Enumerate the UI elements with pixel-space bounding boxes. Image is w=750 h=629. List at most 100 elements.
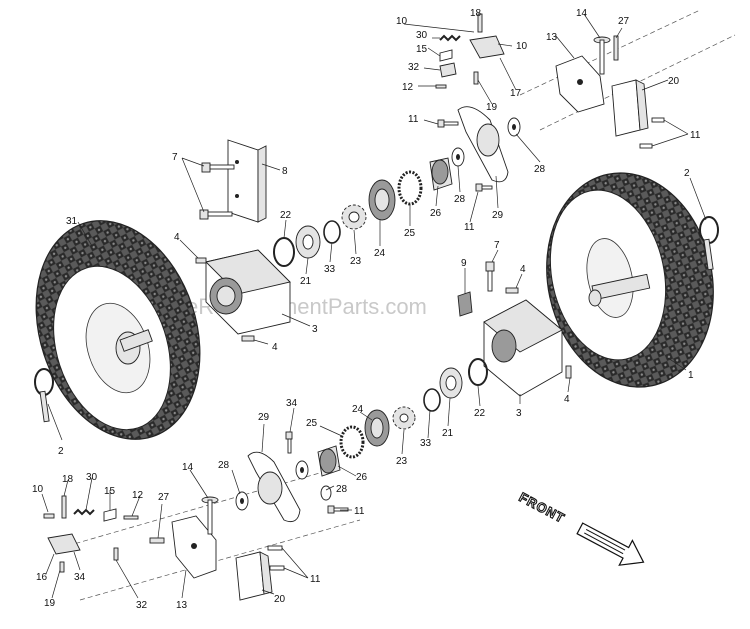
callout-20: 20 <box>668 76 680 87</box>
bolt-11-lower-b <box>267 545 283 551</box>
bolt-upper-b <box>199 209 233 220</box>
bearing-housing-left <box>205 249 291 335</box>
bolt-11-upper-c <box>651 117 665 123</box>
right-wheel-assembly <box>546 172 714 388</box>
callout-23: 23 <box>350 256 362 267</box>
callout-14: 14 <box>576 8 588 19</box>
pin-19-upper <box>473 71 479 85</box>
callout-22: 22 <box>280 210 292 221</box>
pin-14-lower <box>201 496 219 535</box>
callout-34: 34 <box>74 572 86 583</box>
ring-33-lower <box>423 388 441 412</box>
callout-15: 15 <box>104 486 116 497</box>
callout-30: 30 <box>416 30 428 41</box>
callout-1: 1 <box>688 370 694 381</box>
callout-12: 12 <box>402 82 414 93</box>
washer-28-lower-b <box>320 485 332 501</box>
clip-15-upper <box>439 49 453 62</box>
link-16 <box>47 533 81 555</box>
callout-32: 32 <box>136 600 148 611</box>
clip-15-lower <box>103 508 117 522</box>
callout-3: 3 <box>312 324 318 335</box>
callout-18: 18 <box>62 474 74 485</box>
screw-right-b <box>565 365 572 379</box>
callout-30: 30 <box>86 472 98 483</box>
washer-28-upper-b <box>507 117 521 137</box>
callout-26: 26 <box>430 208 442 219</box>
callout-2: 2 <box>58 446 64 457</box>
callout-29: 29 <box>492 210 504 221</box>
callout-33: 33 <box>420 438 432 449</box>
washer-28-lower-c <box>235 491 249 511</box>
callout-2: 2 <box>684 168 690 179</box>
cone-26-upper <box>429 157 453 191</box>
callout-27: 27 <box>618 16 630 27</box>
bolt-11-upper-a <box>437 119 459 128</box>
front-direction-arrow: FRONT <box>516 489 645 566</box>
ring-33-upper <box>323 220 341 244</box>
pin-27-upper <box>613 35 619 61</box>
bracket-9 <box>457 291 473 317</box>
lever-17 <box>469 35 505 59</box>
callout-24: 24 <box>352 404 364 415</box>
bearing-21-lower <box>439 367 463 399</box>
bearing-21-upper <box>295 225 321 259</box>
callout-13: 13 <box>546 32 558 43</box>
callout-15: 15 <box>416 44 428 55</box>
callout-4: 4 <box>564 394 570 405</box>
bolt-34-lower <box>285 431 293 454</box>
bracket-20-upper <box>611 79 649 137</box>
screw-left-bottom <box>241 335 255 342</box>
bracket-upper <box>227 139 267 223</box>
bolt-11-upper-b <box>475 183 493 192</box>
callout-8: 8 <box>282 166 288 177</box>
flange-plate-29-lower <box>247 451 301 523</box>
pin-14-upper <box>593 36 611 75</box>
callout-34: 34 <box>286 398 298 409</box>
pin-12-upper <box>435 84 447 89</box>
callout-25: 25 <box>404 228 416 239</box>
link-32-upper <box>439 62 457 78</box>
gear-23-lower <box>392 406 416 430</box>
callout-24: 24 <box>374 248 386 259</box>
callout-23: 23 <box>396 456 408 467</box>
callout-21: 21 <box>300 276 312 287</box>
callout-11: 11 <box>464 222 475 233</box>
bearing-housing-right <box>483 299 563 397</box>
screw-left-top <box>195 257 207 264</box>
callout-29: 29 <box>258 412 270 423</box>
callout-19: 19 <box>44 598 56 609</box>
callout-11: 11 <box>310 574 321 585</box>
spring-25-upper <box>397 170 423 206</box>
pin-32-lower <box>113 547 119 561</box>
bolt-11-lower-c <box>269 565 285 571</box>
spring-30-lower <box>73 508 95 516</box>
callout-28: 28 <box>454 194 466 205</box>
bracket-13-upper <box>555 55 605 113</box>
bolt-7-right <box>485 261 495 292</box>
callout-9: 9 <box>461 258 467 269</box>
left-wheel-assembly <box>35 220 201 440</box>
bolt-upper-a <box>201 162 235 173</box>
callout-21: 21 <box>442 428 454 439</box>
callout-14: 14 <box>182 462 194 473</box>
callout-31: 31 <box>66 216 78 227</box>
bearing-24-upper <box>368 179 396 221</box>
washer-28-upper-a <box>451 147 465 167</box>
bracket-20-lower <box>235 551 273 601</box>
pin-27-lower <box>149 537 165 544</box>
callout-13: 13 <box>176 600 188 611</box>
callout-11: 11 <box>408 114 419 125</box>
callout-11: 11 <box>354 506 365 517</box>
flange-plate-29-upper <box>457 106 509 183</box>
right-wheel-pin <box>699 216 719 271</box>
callout-32: 32 <box>408 62 420 73</box>
left-wheel-pin <box>34 368 54 423</box>
callout-labels: 1 2 2 3 3 4 4 4 4 7 7 8 9 10 10 10 11 11… <box>32 8 701 611</box>
spring-30-upper <box>439 34 461 42</box>
callout-27: 27 <box>158 492 170 503</box>
callout-10: 10 <box>32 484 44 495</box>
pin-18-lower <box>61 495 67 519</box>
callout-4: 4 <box>520 264 526 275</box>
